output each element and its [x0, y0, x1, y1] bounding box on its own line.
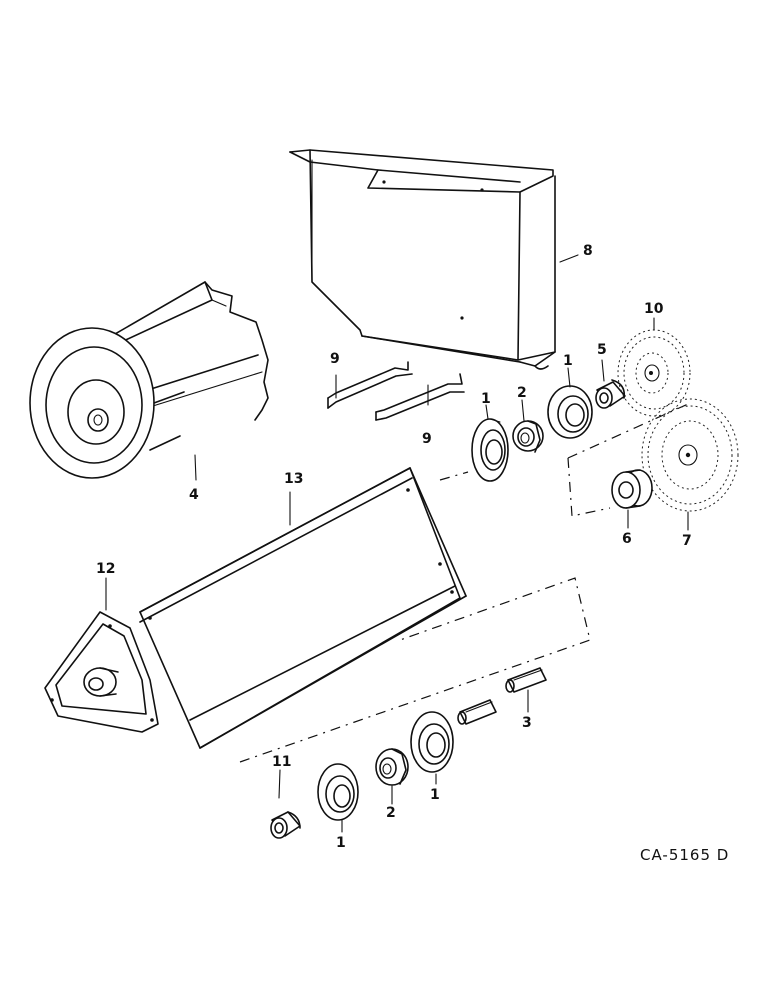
- part-5-bushing: [595, 379, 626, 409]
- part-3-shafts: [457, 667, 547, 725]
- callout-12: 12: [96, 561, 116, 577]
- part-1-flange-lower-left: [317, 763, 359, 821]
- part-1-flange-right: [547, 385, 593, 439]
- callout-11: 11: [272, 754, 292, 770]
- callout-8: 8: [583, 243, 593, 259]
- part-4-roller: [29, 281, 269, 479]
- part-10-sprocket: [617, 329, 691, 417]
- callout-1-bottom-left: 1: [336, 835, 346, 851]
- part-2-bearing-lower: [375, 748, 409, 786]
- callout-5: 5: [597, 342, 607, 358]
- phantom-lines: [239, 403, 689, 763]
- callout-2-bottom: 2: [386, 805, 396, 821]
- callout-1-right: 1: [563, 353, 573, 369]
- part-8-shield: [289, 149, 556, 370]
- part-12-end-plate: [44, 611, 159, 733]
- callout-9a: 9: [330, 351, 340, 367]
- callout-6: 6: [622, 531, 632, 547]
- callout-1-bottom-right: 1: [430, 787, 440, 803]
- part-6-hub: [611, 469, 653, 509]
- callout-7: 7: [682, 533, 692, 549]
- callout-13: 13: [284, 471, 304, 487]
- part-13-trough: [139, 467, 467, 749]
- callout-3: 3: [522, 715, 532, 731]
- part-2-bearing-upper: [512, 420, 544, 453]
- callout-9b: 9: [422, 431, 432, 447]
- leader-lines: [105, 254, 689, 833]
- part-1-flange-upper: [471, 418, 509, 482]
- callout-2-top: 2: [517, 385, 527, 401]
- callout-1-top: 1: [481, 391, 491, 407]
- drawing-id: CA-5165 D: [640, 846, 730, 864]
- part-9-brackets: [327, 361, 465, 421]
- part-1-flange-lower-right: [410, 711, 454, 773]
- part-7-sprocket: [641, 398, 739, 512]
- callout-10: 10: [644, 301, 664, 317]
- part-11-bushing: [270, 811, 301, 839]
- callout-4: 4: [189, 487, 199, 503]
